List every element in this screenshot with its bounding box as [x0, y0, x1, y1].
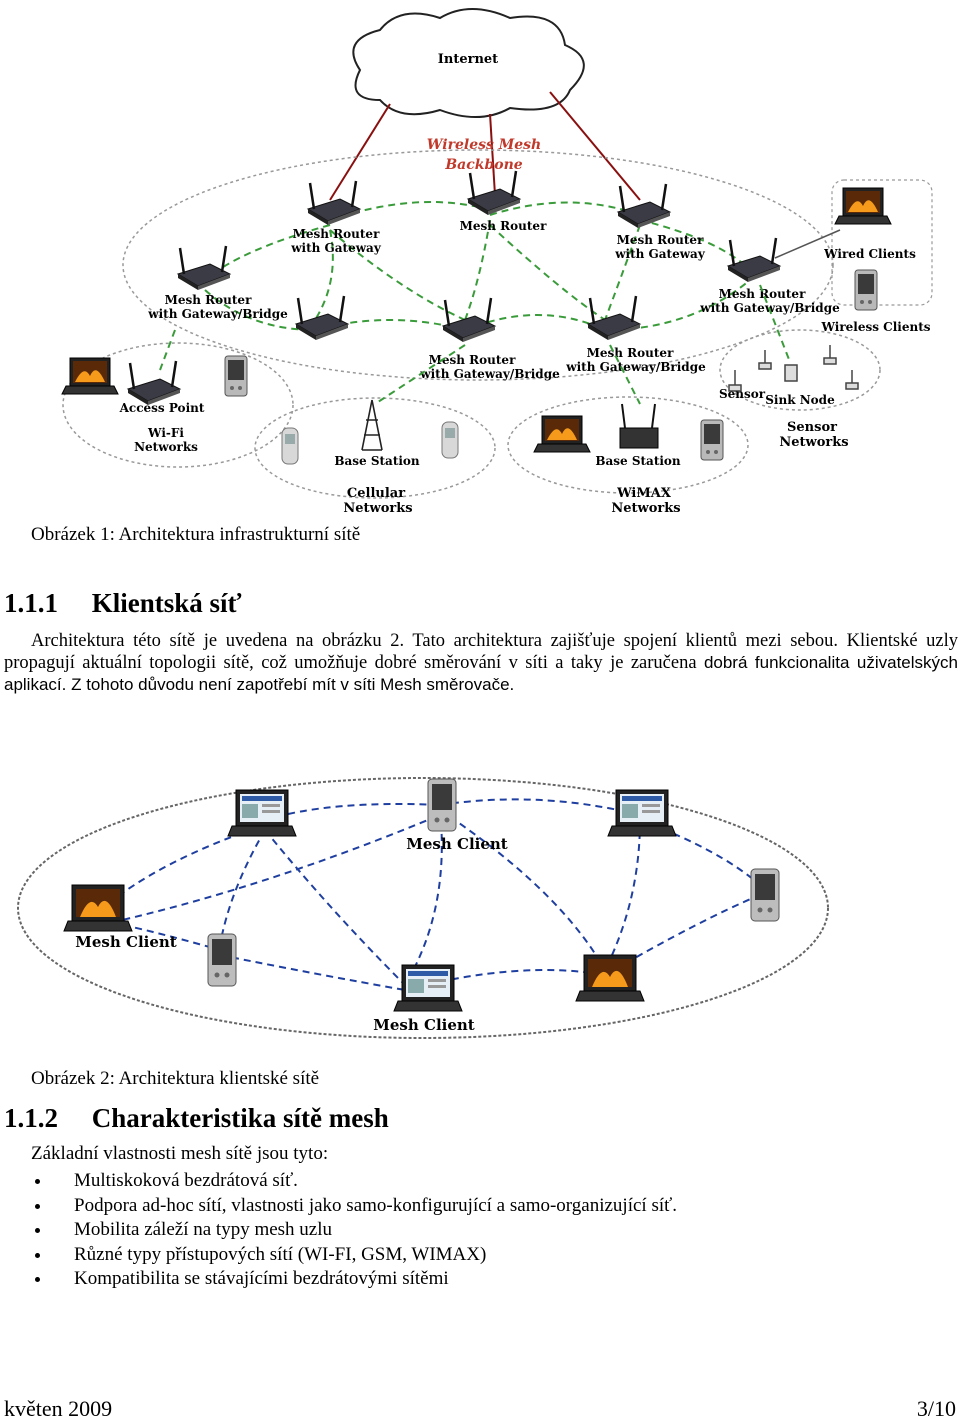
pda-icon — [700, 419, 724, 461]
mesh-router-bridge-icon — [441, 296, 497, 344]
section-1-1-1-paragraph: Architektura této sítě je uvedena na obr… — [4, 630, 958, 696]
figure-2-caption: Obrázek 2: Architektura klientské sítě — [31, 1068, 320, 1089]
mesh-client-pda-icon — [207, 933, 237, 987]
list-item: Multiskoková bezdrátová síť. — [32, 1169, 677, 1194]
mesh-router-bridge-icon — [176, 244, 232, 292]
section-heading-1-1-2: 1.1.2 Charakteristika sítě mesh — [4, 1103, 389, 1133]
router-label: Mesh Router — [165, 293, 252, 307]
internet-cloud-icon — [352, 8, 585, 119]
phone-icon — [441, 421, 459, 459]
paragraph-text-sans: dobrá funkcionalita uživatelských aplika… — [4, 653, 958, 694]
mesh-client-pda-icon — [750, 868, 780, 922]
mesh-router-bridge-icon — [726, 236, 782, 284]
mesh-client-laptop-icon — [575, 954, 645, 1002]
router-label: Mesh Router — [617, 233, 704, 247]
figure-client-network-diagram: Mesh Client Mesh Client Mesh Client — [17, 777, 829, 1039]
mesh-client-laptop-icon — [607, 789, 677, 837]
sensor-icon — [728, 345, 859, 392]
mesh-router-gateway-icon — [616, 182, 672, 230]
paragraph-text: Architektura této sítě je uvedena na obr… — [4, 631, 958, 673]
bullet-icon — [35, 1252, 40, 1258]
wimax-base-station-icon — [619, 403, 659, 449]
router-label: Mesh Router — [719, 287, 806, 301]
phone-icon — [281, 427, 299, 465]
sensor-label: Sensor — [719, 387, 766, 401]
access-point-icon — [126, 359, 182, 407]
wired-clients-label: Wired Clients — [823, 247, 916, 261]
figure-1-caption: Obrázek 1: Architektura infrastrukturní … — [31, 524, 361, 545]
list-item: Mobilita záleží na typy mesh uzlu — [32, 1218, 677, 1243]
backbone-label-1: Wireless Mesh — [427, 137, 541, 153]
laptop-icon — [61, 357, 119, 395]
router-label: with Gateway/Bridge — [147, 307, 288, 321]
footer-page-number: 3/10 — [916, 1396, 956, 1421]
bullet-icon — [35, 1228, 40, 1233]
wifi-label-2: Networks — [134, 440, 198, 454]
list-item: Kompatibilita se stávajícími bezdrátovým… — [32, 1267, 677, 1292]
section-heading-1-1-1: 1.1.1 Klientská síť — [4, 588, 242, 618]
router-label: Mesh Router — [429, 353, 516, 367]
bullet-icon — [35, 1179, 40, 1184]
wired-client-laptop-icon — [834, 187, 892, 225]
mesh-router-bridge-icon — [586, 294, 642, 342]
sink-node-label: Sink Node — [765, 393, 835, 407]
router-label: with Gateway/Bridge — [565, 360, 706, 374]
internet-label: Internet — [438, 52, 498, 67]
mesh-client-label: Mesh Client — [75, 933, 177, 951]
mesh-client-laptop-icon — [63, 884, 133, 932]
mesh-client-laptop-icon — [393, 964, 463, 1012]
router-label: Mesh Router — [587, 346, 674, 360]
mesh-client-laptop-icon — [227, 789, 297, 837]
sensor-networks-label-1: Sensor — [787, 420, 837, 435]
mesh-router-bridge-icon — [294, 294, 350, 342]
sensor-networks-label-2: Networks — [779, 435, 848, 450]
list-item: Podpora ad-hoc sítí, vlastnosti jako sam… — [32, 1194, 677, 1219]
backbone-label-2: Backbone — [444, 157, 522, 173]
figure-infrastructure-diagram: Internet Wireless Mesh Backbone — [61, 8, 933, 516]
base-station-tower-icon — [361, 399, 383, 451]
mesh-router-gateway-icon — [306, 179, 362, 227]
pda-icon — [224, 355, 248, 397]
mesh-client-label: Mesh Client — [406, 835, 508, 853]
wifi-label-1: Wi-Fi — [147, 426, 184, 440]
bullet-icon — [35, 1203, 40, 1209]
wireless-client-pda-icon — [854, 269, 878, 311]
router-label: Mesh Router — [293, 227, 380, 241]
laptop-icon — [533, 415, 591, 453]
router-label: Mesh Router — [460, 219, 547, 233]
router-label: with Gateway — [290, 241, 382, 255]
bullet-icon — [35, 1277, 40, 1282]
section-1-1-2-intro: Základní vlastnosti mesh sítě jsou tyto: — [31, 1143, 329, 1164]
cellular-label-2: Networks — [343, 501, 412, 516]
router-label: with Gateway — [614, 247, 706, 261]
wimax-label-1: WiMAX — [616, 486, 672, 501]
mesh-properties-list: Multiskoková bezdrátová síť. Podpora ad-… — [32, 1169, 677, 1292]
base-station-label: Base Station — [595, 454, 681, 468]
footer-date: květen 2009 — [4, 1396, 113, 1421]
base-station-label: Base Station — [334, 454, 420, 468]
mesh-client-pda-icon — [427, 778, 457, 832]
access-point-label: Access Point — [119, 401, 205, 415]
wireless-clients-label: Wireless Clients — [821, 320, 931, 334]
wimax-label-2: Networks — [611, 501, 680, 516]
list-item: Různé typy přístupových sítí (WI-FI, GSM… — [32, 1243, 677, 1268]
router-label: with Gateway/Bridge — [419, 367, 560, 381]
mesh-client-label: Mesh Client — [373, 1016, 475, 1034]
cellular-label-1: Cellular — [347, 486, 405, 501]
